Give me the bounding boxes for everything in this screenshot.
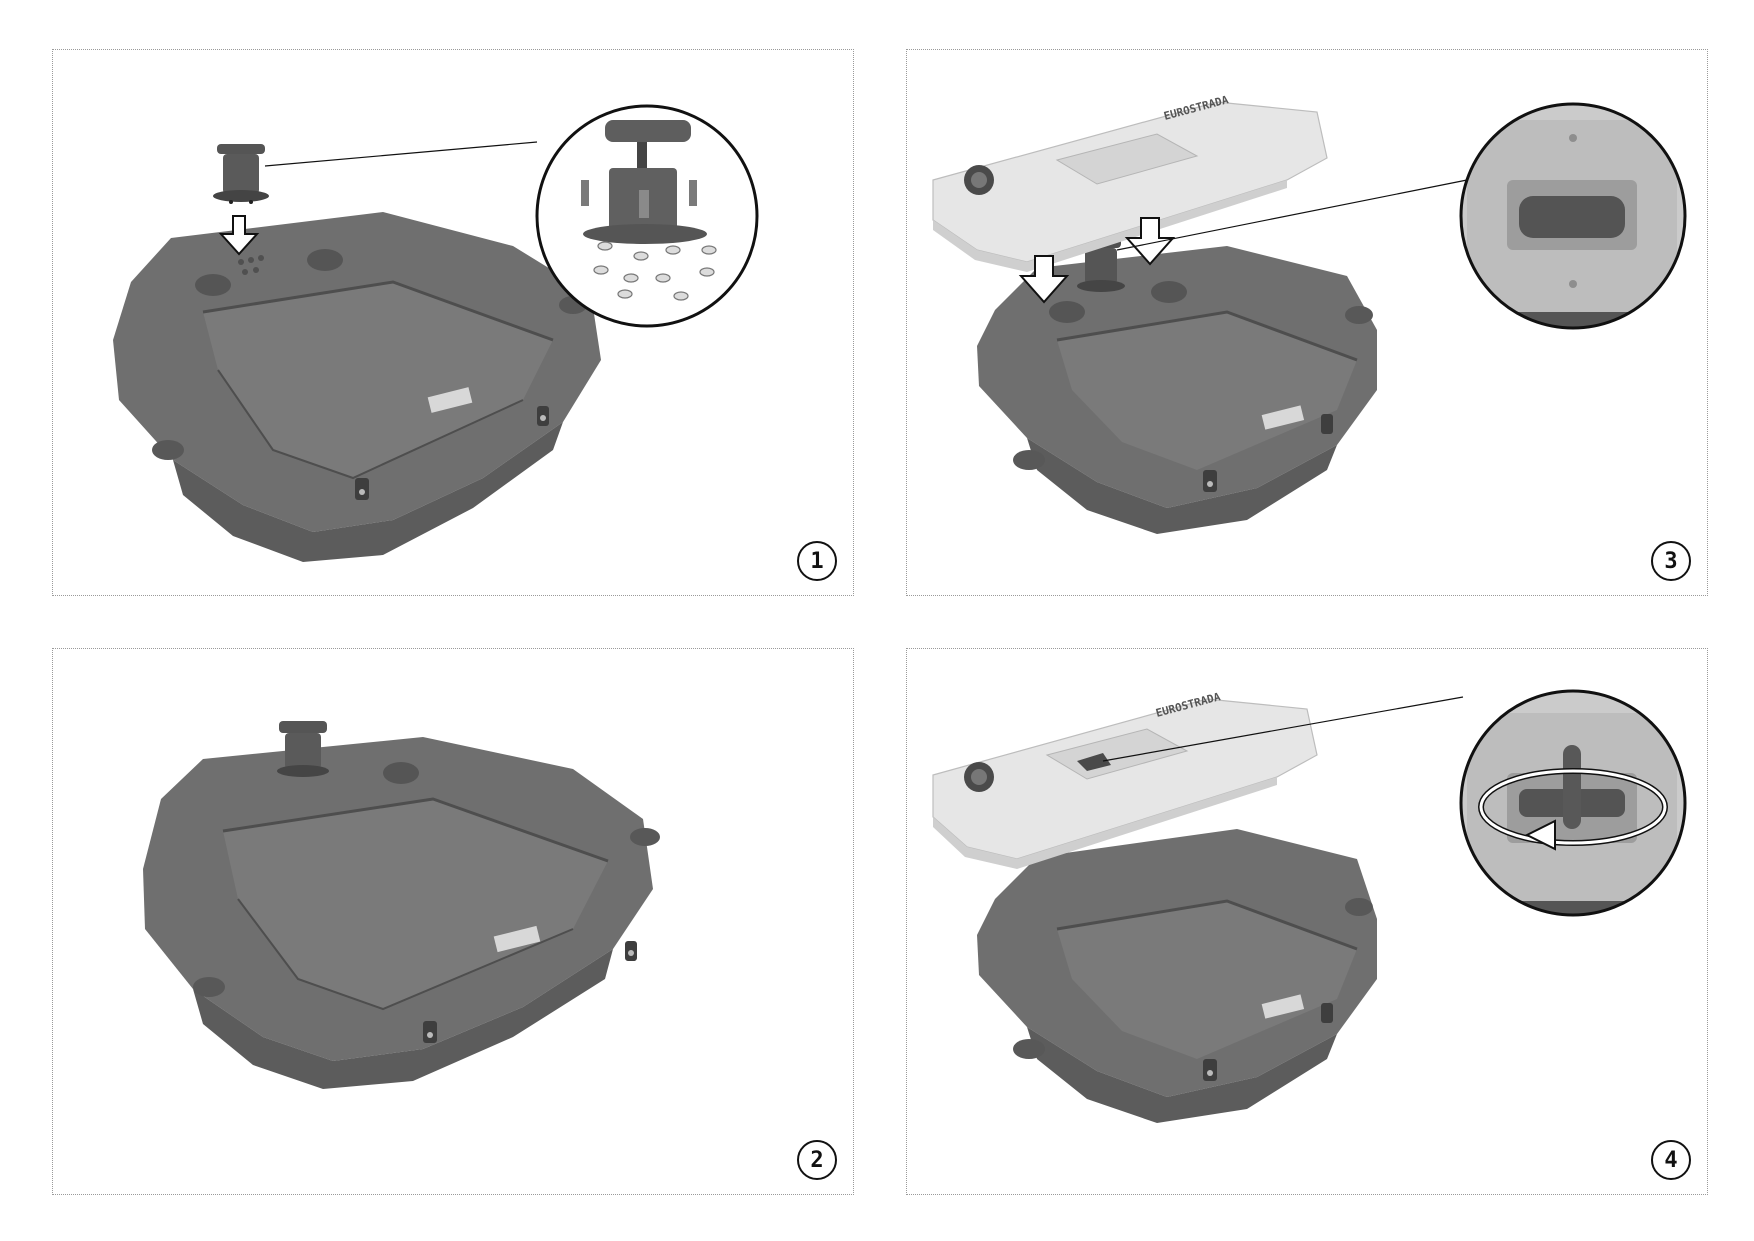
step-number-badge: 1 — [797, 541, 837, 581]
lock-knob — [213, 144, 269, 204]
step-2-illustration — [143, 721, 660, 1089]
step-3-illustration: EUROSTRADA — [932, 93, 1687, 534]
step-number-badge: 4 — [1651, 1140, 1691, 1180]
callout-leader-line — [1102, 696, 1464, 762]
callout-leader-line — [1116, 179, 1468, 251]
top-case — [977, 246, 1377, 534]
step-panel-2: 2 — [52, 648, 854, 1195]
lock-knob — [277, 721, 329, 777]
magnifier-callout — [1459, 689, 1687, 917]
top-case — [143, 737, 660, 1089]
step-panel-4: EUROSTRADA 4 — [906, 648, 1708, 1195]
jerry-tank: EUROSTRADA — [932, 93, 1328, 272]
top-case — [113, 212, 601, 562]
callout-leader-line — [264, 141, 538, 167]
down-arrow-icon — [1124, 217, 1176, 266]
magnifier-callout — [1459, 102, 1687, 330]
step-4-illustration: EUROSTRADA — [932, 689, 1687, 1123]
step-panel-1: 1 — [52, 49, 854, 596]
step-1-illustration — [113, 104, 759, 562]
rotate-arrow-icon — [1478, 768, 1668, 851]
step-number-badge: 3 — [1651, 541, 1691, 581]
top-case — [977, 829, 1377, 1123]
step-panel-3: EUROSTRADA 3 — [906, 49, 1708, 596]
magnifier-callout — [535, 104, 759, 328]
down-arrow-icon — [1018, 255, 1070, 304]
down-arrow-icon — [218, 215, 260, 256]
step-number-badge: 2 — [797, 1140, 837, 1180]
